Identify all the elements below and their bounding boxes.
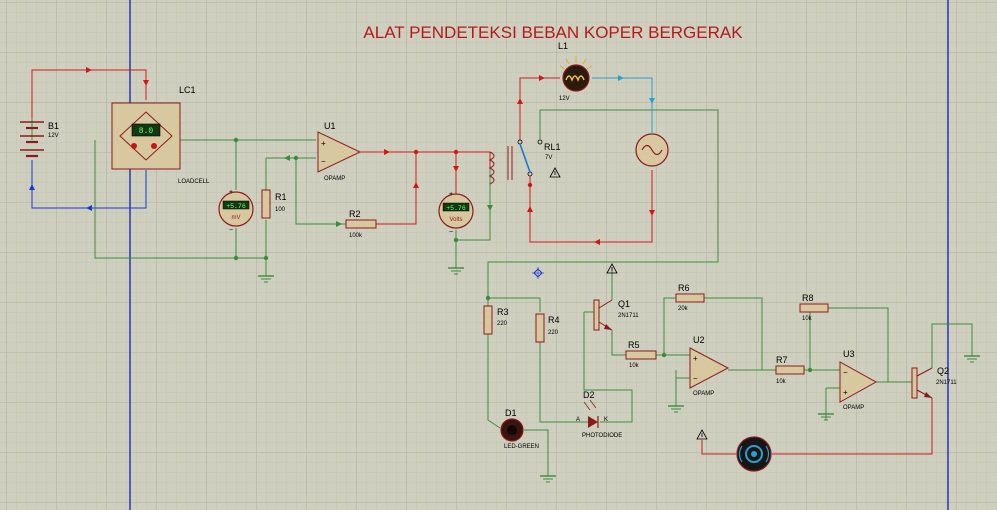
- power-terminal-motor: [696, 429, 708, 440]
- wire-lc-out-neg: [94, 140, 266, 259]
- r1-value: 100: [275, 207, 286, 213]
- diagram-title: ALAT PENDETEKSI BEBAN KOPER BERGERAK: [363, 23, 743, 42]
- lamp-l1[interactable]: L1 12V: [558, 41, 593, 102]
- led-d1[interactable]: D1 LED-GREEN: [500, 408, 539, 450]
- transistor-q2[interactable]: Q2 2N1711: [911, 366, 957, 399]
- ground-4: [668, 400, 684, 413]
- svg-text:−: −: [843, 368, 848, 377]
- current-arrows: [29, 67, 655, 245]
- svg-text:−: −: [693, 374, 698, 383]
- resistor-r2[interactable]: R2 100k: [345, 209, 377, 239]
- r2-ref: R2: [349, 209, 361, 219]
- loadcell-value: LOADCELL: [178, 179, 210, 185]
- d2-value: PHOTODIODE: [582, 433, 622, 439]
- svg-text:−: −: [449, 229, 453, 236]
- probe-marker: [532, 267, 544, 279]
- power-terminal-relay: [549, 167, 561, 178]
- r4-ref: R4: [548, 315, 560, 325]
- svg-text:+: +: [229, 189, 233, 196]
- u1-ref: U1: [324, 121, 336, 131]
- r8-ref: R8: [802, 293, 814, 303]
- d1-ref: D1: [505, 408, 517, 418]
- svg-text:+: +: [693, 354, 698, 363]
- svg-text:−: −: [321, 157, 326, 166]
- opamp-u3[interactable]: − + U3 OPAMP: [826, 349, 878, 411]
- svg-text:+: +: [843, 388, 848, 397]
- resistor-r5[interactable]: R5 10k: [625, 340, 657, 369]
- d2-pin-a: A: [576, 417, 580, 423]
- ground-5: [818, 413, 834, 421]
- r3-value: 220: [497, 321, 508, 327]
- u3-ref: U3: [843, 349, 855, 359]
- r8-value: 10k: [802, 316, 813, 322]
- resistor-r6[interactable]: R6 20k: [675, 283, 705, 312]
- svg-text:+: +: [321, 139, 326, 148]
- transistor-q1[interactable]: Q1 2N1711: [584, 299, 639, 331]
- u2-value: OPAMP: [693, 391, 714, 397]
- ac-source[interactable]: [635, 108, 669, 167]
- mv-meter-reading: +5.76: [226, 203, 246, 210]
- ground-6: [964, 350, 980, 363]
- junctions: [233, 137, 813, 373]
- relay-value: 7V: [545, 155, 552, 161]
- battery-b1[interactable]: B1 12V: [20, 118, 59, 158]
- power-terminals: [549, 167, 708, 440]
- r3-ref: R3: [497, 307, 509, 317]
- wires: [31, 69, 973, 470]
- r5-value: 10k: [629, 363, 640, 369]
- d1-value: LED-GREEN: [504, 444, 539, 450]
- volt-meter-unit: Volts: [449, 217, 462, 223]
- ground-3: [540, 470, 556, 483]
- resistor-r8[interactable]: R8 10k: [799, 293, 829, 322]
- r6-value: 20k: [678, 306, 689, 312]
- volt-meter-reading: +5.76: [446, 205, 466, 212]
- mv-meter-unit: mV: [232, 215, 241, 221]
- d2-pin-k: K: [604, 417, 608, 423]
- q2-ref: Q2: [937, 366, 949, 376]
- q1-value: 2N1711: [618, 313, 639, 319]
- loadcell-display: [131, 123, 161, 137]
- svg-text:−: −: [229, 227, 233, 234]
- svg-text:+: +: [449, 191, 453, 198]
- photodiode-d2[interactable]: D2 A K PHOTODIODE: [576, 390, 622, 439]
- ground-2: [448, 262, 464, 275]
- q1-ref: Q1: [618, 299, 630, 309]
- r4-value: 220: [548, 330, 559, 336]
- opamp-u2[interactable]: + − U2 OPAMP: [675, 335, 730, 400]
- r5-ref: R5: [628, 340, 640, 350]
- u1-value: OPAMP: [324, 176, 345, 182]
- loadcell-ref: LC1: [179, 85, 196, 95]
- q2-value: 2N1711: [936, 380, 957, 386]
- battery-value: 12V: [48, 133, 59, 139]
- motor[interactable]: [736, 436, 772, 472]
- ground-1: [258, 270, 274, 283]
- resistor-r3[interactable]: R3 220: [483, 305, 509, 335]
- millivolt-meter[interactable]: +5.76 mV + −: [218, 189, 254, 234]
- r7-value: 10k: [776, 379, 787, 385]
- lamp-glow: [559, 56, 593, 70]
- battery-ref: B1: [48, 121, 59, 131]
- r2-value: 100k: [349, 233, 363, 239]
- r6-ref: R6: [678, 283, 690, 293]
- resistor-r7[interactable]: R7 10k: [775, 355, 805, 385]
- resistor-r4[interactable]: R4 220: [535, 313, 560, 343]
- u3-value: OPAMP: [843, 405, 864, 411]
- r1-ref: R1: [275, 192, 287, 202]
- resistor-r1[interactable]: R1 100: [261, 189, 287, 219]
- opamp-u1[interactable]: + − U1 OPAMP: [317, 121, 362, 182]
- relay-ref: RL1: [544, 142, 561, 152]
- r7-ref: R7: [776, 355, 788, 365]
- ground-symbols: [258, 262, 980, 483]
- relay-rl1[interactable]: RL1 7V: [488, 110, 561, 185]
- loadcell-display-value: 8.0: [139, 127, 154, 136]
- d2-ref: D2: [583, 390, 595, 400]
- power-terminal-q1: [606, 263, 618, 274]
- volt-meter[interactable]: +5.76 Volts + −: [438, 191, 474, 236]
- loadcell-lc1[interactable]: 8.0 LC1 LOADCELL: [111, 85, 210, 185]
- lamp-value: 12V: [559, 96, 570, 102]
- lamp-ref: L1: [558, 41, 568, 51]
- u2-ref: U2: [693, 335, 705, 345]
